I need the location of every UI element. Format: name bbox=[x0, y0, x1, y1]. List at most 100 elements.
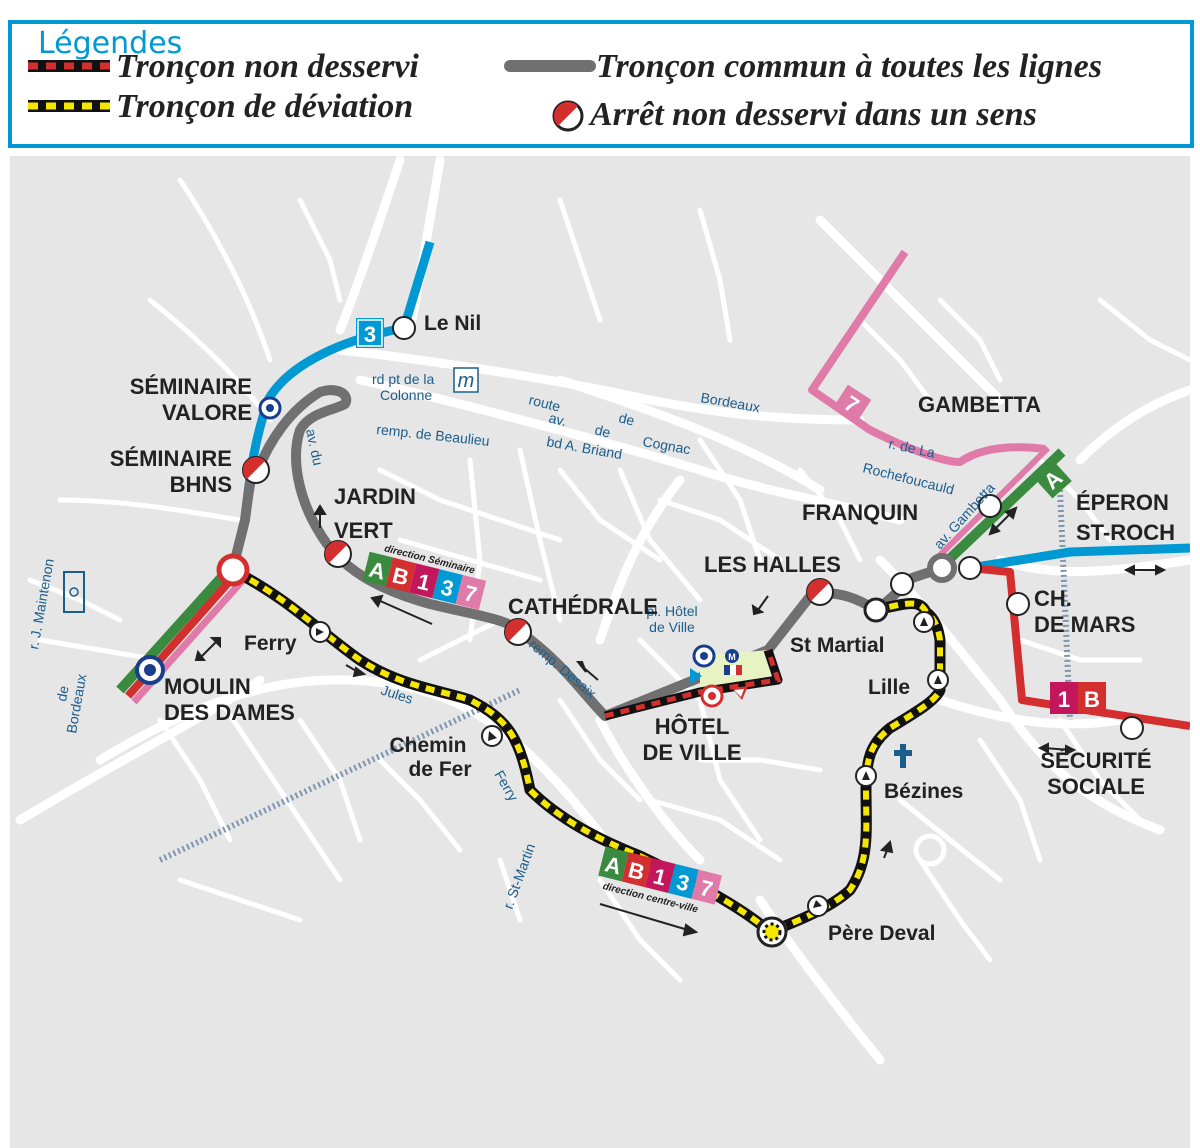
stop-moulin-des-dames-marker[interactable] bbox=[135, 655, 165, 685]
street-ferry: Ferry bbox=[491, 768, 521, 804]
label-les-halles: LES HALLES bbox=[704, 552, 841, 577]
stop-seminaire-valore-marker[interactable] bbox=[258, 396, 282, 420]
label-moulin-1: MOULIN bbox=[164, 674, 251, 699]
legend-title: Légendes bbox=[32, 24, 189, 64]
railway bbox=[158, 489, 1073, 863]
legend-half-stop-icon bbox=[552, 100, 584, 132]
stop-lille-marker[interactable] bbox=[927, 669, 949, 691]
label-jardin-vert-2: VERT bbox=[334, 518, 393, 543]
stop-pere-deval-marker[interactable] bbox=[807, 895, 829, 917]
line-7-badge: 7 bbox=[832, 384, 872, 424]
street-route: route bbox=[527, 391, 562, 414]
arrow-icon bbox=[575, 661, 599, 681]
arrow-icon bbox=[988, 506, 1018, 536]
stop-seminaire-bhns-marker[interactable] bbox=[242, 456, 270, 484]
label-pere-deval: Père Deval bbox=[828, 922, 935, 945]
label-bezines: Bézines bbox=[884, 780, 963, 803]
svg-text:B: B bbox=[1084, 687, 1100, 712]
stop-franquin-marker[interactable] bbox=[890, 572, 914, 596]
label-cathedrale: CATHÉDRALE bbox=[508, 594, 658, 619]
hotel-de-ville-triangles bbox=[690, 668, 748, 700]
deviation-stops bbox=[309, 611, 949, 917]
street-remp-beaulieu: remp. de Beaulieu bbox=[376, 421, 491, 449]
stop-bezines-marker[interactable] bbox=[855, 765, 877, 787]
stop-eperon-marker[interactable] bbox=[958, 556, 982, 580]
svg-text:B: B bbox=[626, 857, 647, 885]
street-rd-pt-2: Colonne bbox=[380, 387, 432, 403]
street-rochefoucauld-1: r. de La bbox=[887, 435, 936, 460]
hotel-de-ville-icons: M bbox=[724, 649, 742, 675]
stop-les-halles-marker[interactable] bbox=[806, 578, 834, 606]
label-hotel-de-ville-1: HÔTEL bbox=[655, 714, 730, 739]
legend-label-half-stop: Arrêt non desservi dans un sens bbox=[590, 96, 1037, 133]
street-de-bordeaux-2: Bordeaux bbox=[63, 673, 89, 735]
label-le-nil: Le Nil bbox=[424, 312, 481, 335]
stop-jardin-vert-marker[interactable] bbox=[324, 540, 352, 568]
label-seminaire-bhns-1: SÉMINAIRE bbox=[110, 446, 232, 471]
label-seminaire-valore-2: VALORE bbox=[162, 400, 252, 425]
street-de-2: de bbox=[593, 421, 612, 440]
svg-text:A: A bbox=[602, 851, 624, 879]
label-seminaire-bhns-2: BHNS bbox=[170, 472, 232, 497]
stop-cathedrale-marker[interactable] bbox=[504, 618, 532, 646]
stop-hotel-de-ville-bus-marker[interactable] bbox=[692, 644, 716, 668]
street-av: av. bbox=[547, 409, 568, 429]
stop-st-martial-marker[interactable] bbox=[863, 597, 889, 623]
junction-gray-marker bbox=[927, 553, 957, 583]
arrow-icon bbox=[751, 595, 769, 616]
line-1b-badge: 1 B bbox=[1050, 682, 1106, 714]
arrow-icon bbox=[1037, 742, 1077, 756]
svg-text:A: A bbox=[367, 557, 389, 585]
stop-labels-major: SÉMINAIRE VALORE SÉMINAIRE BHNS JARDIN V… bbox=[110, 374, 1175, 799]
label-securite-sociale-2: SOCIALE bbox=[1047, 774, 1145, 799]
direction-arrows bbox=[194, 504, 1167, 937]
stop-hotel-de-ville-red-marker[interactable] bbox=[700, 684, 724, 708]
label-lille: Lille bbox=[868, 676, 910, 699]
legend-label-common: Tronçon commun à toutes les lignes bbox=[596, 48, 1102, 85]
church-icon bbox=[894, 744, 912, 768]
street-pl-hotel-1: pl. Hôtel bbox=[646, 603, 697, 619]
svg-text:1: 1 bbox=[651, 863, 669, 890]
map-svg: M m 3 7 A 1 B bbox=[15, 156, 1190, 1065]
stop-ch-de-mars-marker[interactable] bbox=[1006, 592, 1030, 616]
map-area: M m 3 7 A 1 B bbox=[10, 156, 1190, 1148]
stop-labels-minor: Le Nil St Martial Lille Bézines Père Dev… bbox=[244, 312, 963, 945]
street-rd-pt-1: rd pt de la bbox=[372, 371, 434, 387]
svg-text:M: M bbox=[728, 652, 736, 662]
label-ch-de-mars-1: CH. bbox=[1034, 586, 1072, 611]
svg-text:3: 3 bbox=[364, 322, 376, 347]
hub-stops bbox=[135, 396, 957, 708]
label-seminaire-valore-1: SÉMINAIRE bbox=[130, 374, 252, 399]
svg-text:1: 1 bbox=[415, 569, 433, 596]
arrow-icon bbox=[313, 504, 327, 528]
arrow-icon bbox=[194, 637, 221, 661]
stop-le-nil-marker[interactable] bbox=[392, 316, 416, 340]
museum-icon: m bbox=[453, 367, 479, 393]
terminus-marker bbox=[756, 916, 788, 948]
label-ch-de-mars-2: DE MARS bbox=[1034, 612, 1135, 637]
stop-st-martial-east-marker[interactable] bbox=[913, 611, 935, 633]
street-r-maintenon: r. J. Maintenon bbox=[25, 557, 57, 650]
label-franquin: FRANQUIN bbox=[802, 500, 918, 525]
stop-chemin-de-fer-marker[interactable] bbox=[481, 725, 503, 747]
label-moulin-2: DES DAMES bbox=[164, 700, 295, 725]
non-served-section bbox=[603, 648, 783, 721]
label-st-martial: St Martial bbox=[790, 634, 885, 657]
label-chemin-de-fer-1: Chemin bbox=[389, 734, 466, 757]
arrow-icon bbox=[370, 594, 433, 625]
line-3-badge: 3 bbox=[356, 318, 384, 348]
street-rochefoucauld-2: Rochefoucauld bbox=[861, 459, 956, 497]
legend-label-deviation: Tronçon de déviation bbox=[116, 88, 414, 125]
svg-text:3: 3 bbox=[438, 574, 456, 601]
stop-gambetta-marker[interactable] bbox=[978, 494, 1002, 518]
label-eperon-2: ST-ROCH bbox=[1076, 520, 1175, 545]
arrow-icon bbox=[345, 664, 367, 678]
svg-text:B: B bbox=[390, 562, 411, 590]
stop-securite-sociale-marker[interactable] bbox=[1120, 716, 1144, 740]
label-ferry: Ferry bbox=[244, 632, 297, 655]
stop-ferry-marker[interactable] bbox=[309, 621, 331, 643]
line-a-badge: A bbox=[1033, 460, 1072, 499]
svg-text:7: 7 bbox=[697, 875, 715, 902]
label-jardin-vert-1: JARDIN bbox=[334, 484, 416, 509]
half-served-stops bbox=[242, 456, 834, 646]
